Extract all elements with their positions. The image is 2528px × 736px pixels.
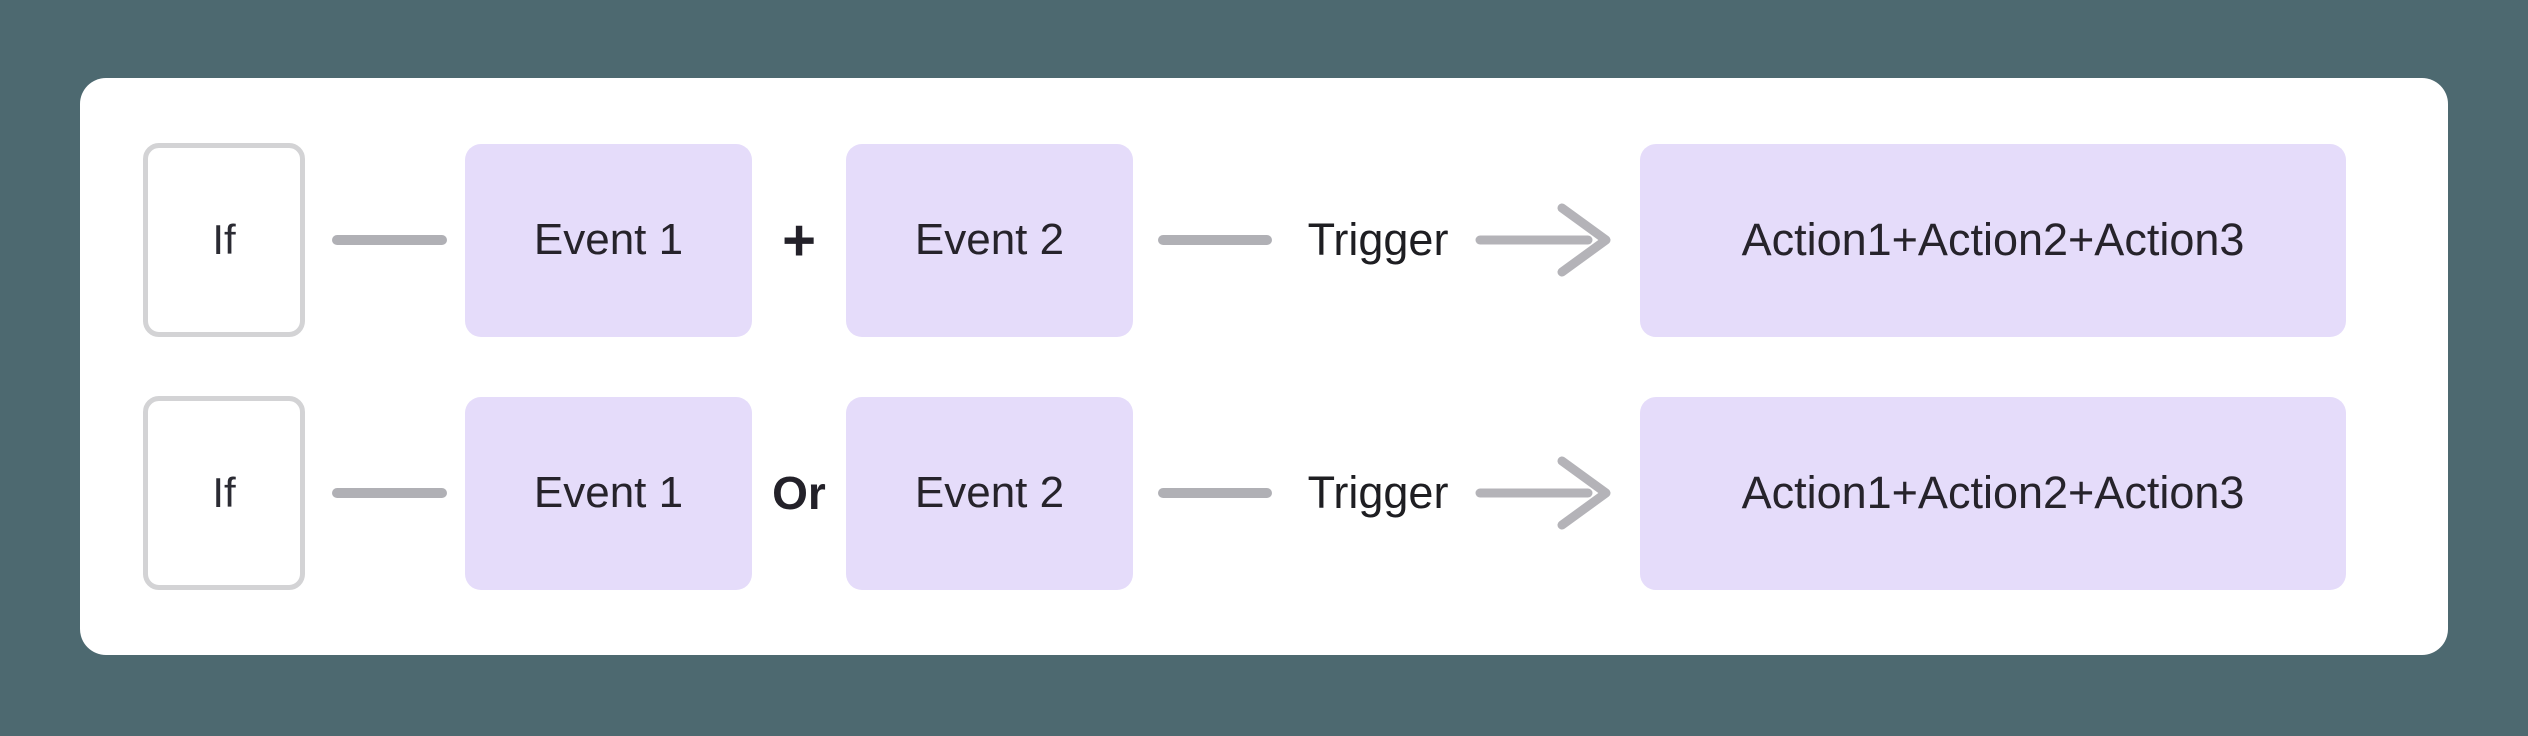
- connector-line: [1158, 235, 1272, 245]
- event-1-box: Event 1: [465, 143, 752, 337]
- if-condition-box: If: [143, 143, 305, 337]
- plus-operator: +: [782, 207, 816, 273]
- trigger-label: Trigger: [1307, 467, 1449, 518]
- action-label: Action1+Action2+Action3: [1741, 467, 2245, 518]
- connector-line: [332, 235, 447, 245]
- arrow-right-icon: [1475, 203, 1611, 277]
- arrow-right-icon: [1475, 456, 1611, 530]
- if-label: If: [212, 216, 236, 263]
- event-2-box: Event 2: [846, 396, 1133, 590]
- if-label: If: [212, 469, 236, 516]
- flow-row-or: If Event 1 Or Event 2 Trigger Action1+Ac…: [143, 396, 2448, 590]
- action-label: Action1+Action2+Action3: [1741, 214, 2245, 265]
- event-1-label: Event 1: [533, 468, 684, 517]
- connector-line: [332, 488, 447, 498]
- trigger-label: Trigger: [1307, 214, 1449, 265]
- event-2-label: Event 2: [914, 215, 1065, 264]
- diagram-card: If Event 1 + Event 2 Trigger Action1+Act…: [80, 78, 2448, 655]
- or-operator: Or: [772, 467, 826, 519]
- if-condition-box: If: [143, 396, 305, 590]
- event-1-box: Event 1: [465, 396, 752, 590]
- event-1-label: Event 1: [533, 215, 684, 264]
- event-2-box: Event 2: [846, 143, 1133, 337]
- action-box: Action1+Action2+Action3: [1640, 143, 2346, 337]
- action-box: Action1+Action2+Action3: [1640, 396, 2346, 590]
- flow-row-and: If Event 1 + Event 2 Trigger Action1+Act…: [143, 143, 2448, 337]
- connector-line: [1158, 488, 1272, 498]
- event-2-label: Event 2: [914, 468, 1065, 517]
